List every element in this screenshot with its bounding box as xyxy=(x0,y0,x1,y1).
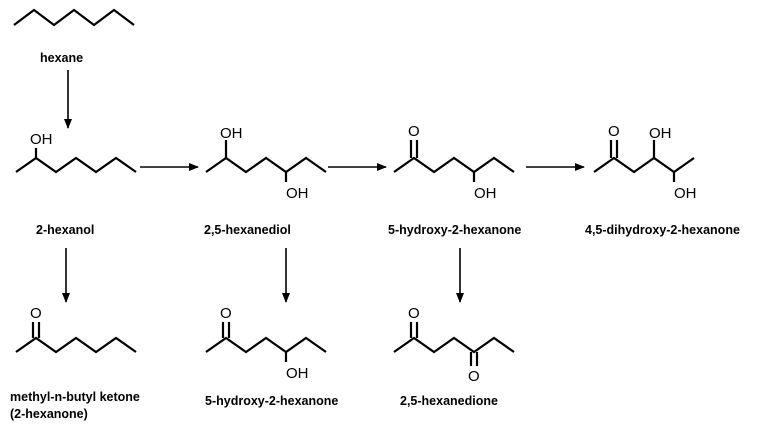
atom-oh-hydroxyhexanone-bottom: OH xyxy=(286,365,309,382)
label-hydroxyhexanone-top: 5-hydroxy-2-hexanone xyxy=(388,223,521,237)
hexanol-structure xyxy=(15,148,137,174)
hydroxyhexanone-bottom-structure xyxy=(205,322,327,362)
label-hydroxyhexanone-bottom: 5-hydroxy-2-hexanone xyxy=(205,394,338,408)
atom-oh-hexanediol-top: OH xyxy=(220,125,243,142)
hydroxyhexanone-top-structure xyxy=(393,140,515,182)
mbk-structure xyxy=(15,322,137,354)
label-mbk-line1: methyl-n-butyl ketone xyxy=(10,390,140,404)
atom-oh-dihydroxyhexanone-top: OH xyxy=(649,125,672,142)
label-dihydroxyhexanone: 4,5-dihydroxy-2-hexanone xyxy=(585,223,740,237)
atom-oh-hexanediol-bottom: OH xyxy=(286,185,309,202)
atom-o-hexanedione-bottom: O xyxy=(468,368,480,385)
atom-oh-dihydroxyhexanone-bottom: OH xyxy=(674,185,697,202)
atom-o-hydroxyhexanone-bottom: O xyxy=(220,305,232,322)
atom-o-mbk: O xyxy=(30,305,42,322)
atom-o-dihydroxyhexanone: O xyxy=(608,123,620,140)
hexane-structure xyxy=(13,8,135,27)
atom-o-hexanedione-top: O xyxy=(408,305,420,322)
hexanedione-structure xyxy=(393,322,515,366)
label-hexane: hexane xyxy=(40,51,83,65)
label-hexanol: 2-hexanol xyxy=(36,223,94,237)
atom-oh-hexanol: OH xyxy=(30,131,53,148)
hexanediol-structure xyxy=(205,140,327,182)
dihydroxyhexanone-structure xyxy=(593,140,695,182)
label-mbk-line2: (2-hexanone) xyxy=(10,407,88,421)
label-hexanediol: 2,5-hexanediol xyxy=(204,223,291,237)
atom-oh-hydroxyhexanone-top: OH xyxy=(474,185,497,202)
atom-o-hydroxyhexanone-top: O xyxy=(408,123,420,140)
label-hexanedione: 2,5-hexanedione xyxy=(400,394,498,408)
